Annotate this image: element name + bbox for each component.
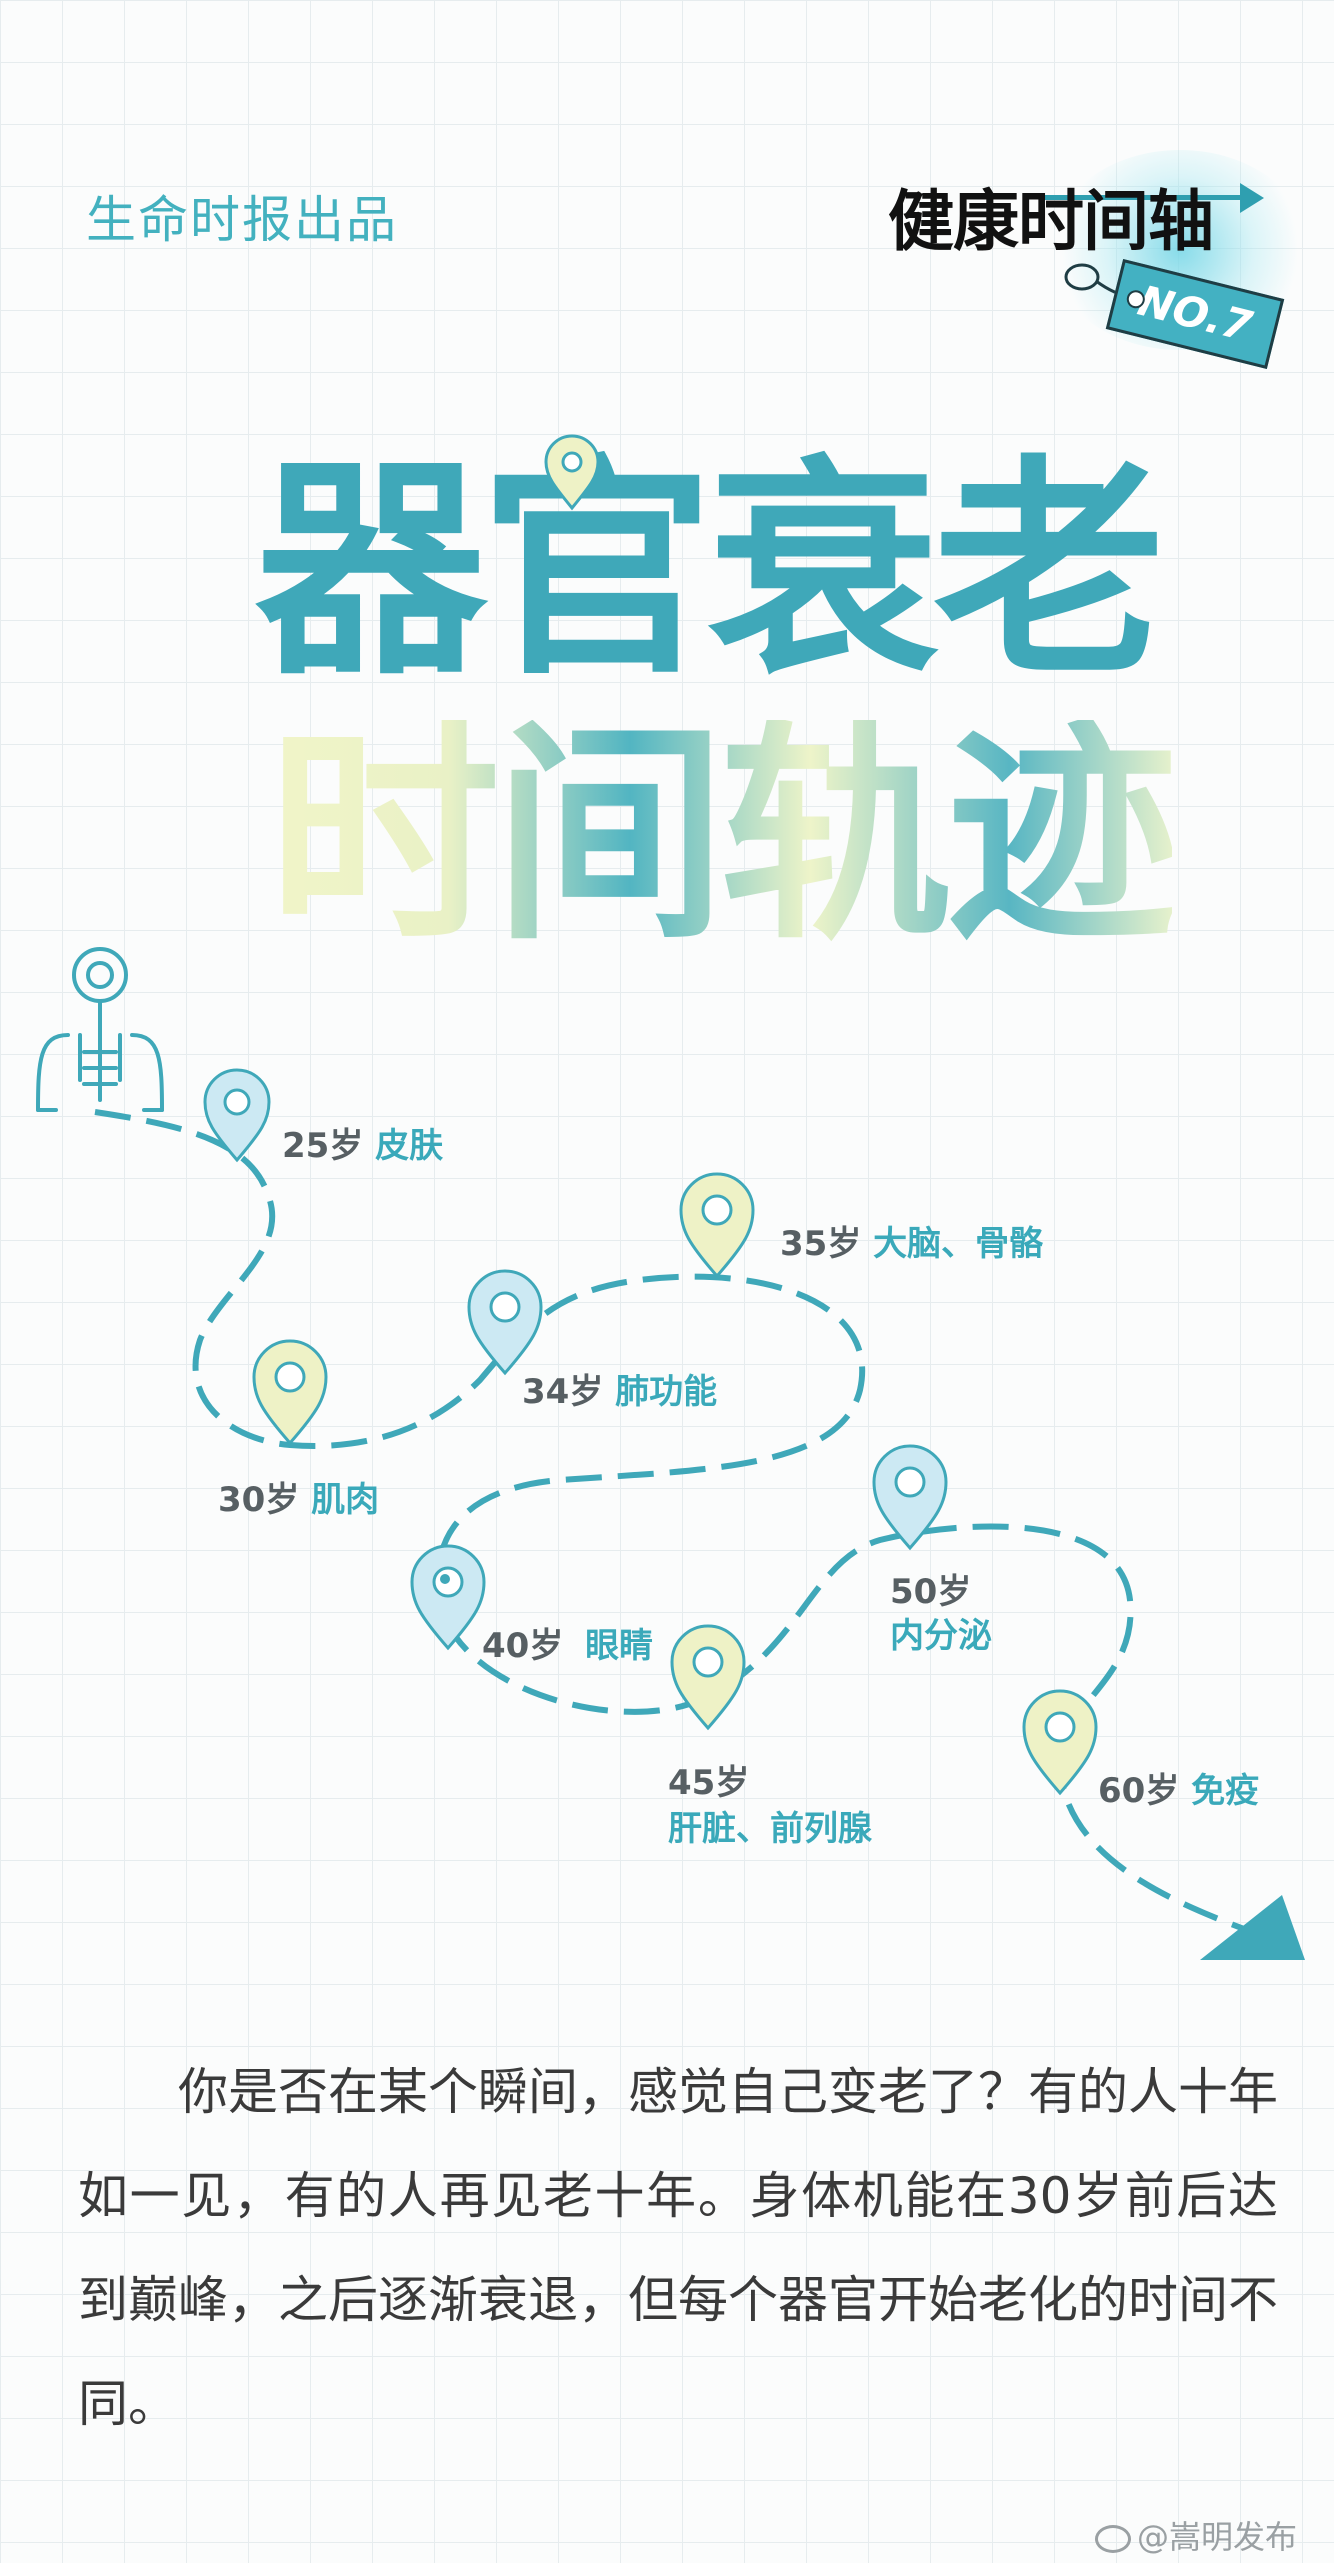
location-pin-icon xyxy=(252,1339,328,1446)
main-title-line2: 时间轨迹 xyxy=(268,701,1178,971)
location-pin-icon xyxy=(410,1544,486,1651)
watermark-text: @嵩明发布 xyxy=(1137,2518,1298,2556)
organ-label: 大脑、骨骼 xyxy=(873,1224,1044,1264)
timeline-label-30: 30岁 肌肉 xyxy=(218,1472,379,1521)
age-label: 45岁 xyxy=(668,1763,750,1803)
timeline-path xyxy=(94,1109,1262,1938)
timeline-label-35: 35岁 大脑、骨骼 xyxy=(780,1216,1043,1265)
organ-label: 内分泌 xyxy=(890,1616,992,1656)
publisher-label: 生命时报出品 xyxy=(86,191,398,249)
age-label: 34岁 xyxy=(522,1372,604,1412)
location-pin-icon xyxy=(872,1444,948,1551)
timeline-arrowhead xyxy=(1200,1895,1305,1960)
location-pin-icon xyxy=(670,1624,746,1731)
timeline-label-45: 45岁 肝脏、前列腺 xyxy=(668,1760,872,1852)
age-label: 35岁 xyxy=(780,1224,862,1264)
timeline-label-34: 34岁 肺功能 xyxy=(522,1364,717,1413)
series-title: 健康时间轴 xyxy=(888,183,1214,260)
location-pin-icon xyxy=(1022,1689,1098,1796)
weibo-icon xyxy=(1095,2525,1131,2553)
location-pin-icon xyxy=(544,434,600,511)
timeline-label-50: 50岁 内分泌 xyxy=(890,1570,992,1658)
location-pin-icon xyxy=(679,1172,755,1279)
arrow-right-icon xyxy=(1240,183,1264,213)
organ-label: 皮肤 xyxy=(375,1126,444,1166)
timeline-label-25: 25岁 皮肤 xyxy=(282,1118,443,1167)
age-label: 50岁 xyxy=(890,1572,972,1612)
organ-label: 肝脏、前列腺 xyxy=(668,1809,872,1849)
age-label: 40岁 xyxy=(482,1626,564,1666)
organ-label: 肌肉 xyxy=(311,1480,380,1520)
human-body-icon xyxy=(36,947,164,1112)
organ-label: 眼睛 xyxy=(585,1626,654,1666)
organ-label: 肺功能 xyxy=(615,1372,718,1412)
organ-label: 免疫 xyxy=(1191,1771,1260,1811)
timeline-label-60: 60岁 免疫 xyxy=(1098,1763,1259,1812)
location-pin-icon xyxy=(203,1068,271,1163)
main-title-line1: 器官衰老 xyxy=(255,436,1165,706)
series-arrow-line xyxy=(1040,195,1250,200)
timeline-label-40: 40岁 眼睛 xyxy=(482,1618,653,1667)
age-label: 25岁 xyxy=(282,1126,364,1166)
location-pin-icon xyxy=(467,1269,543,1376)
intro-paragraph: 你是否在某个瞬间，感觉自己变老了？有的人十年如一见，有的人再见老十年。身体机能在… xyxy=(78,2063,1278,2433)
age-label: 30岁 xyxy=(218,1480,300,1520)
watermark: @嵩明发布 xyxy=(1095,2512,1297,2558)
age-label: 60岁 xyxy=(1098,1771,1180,1811)
